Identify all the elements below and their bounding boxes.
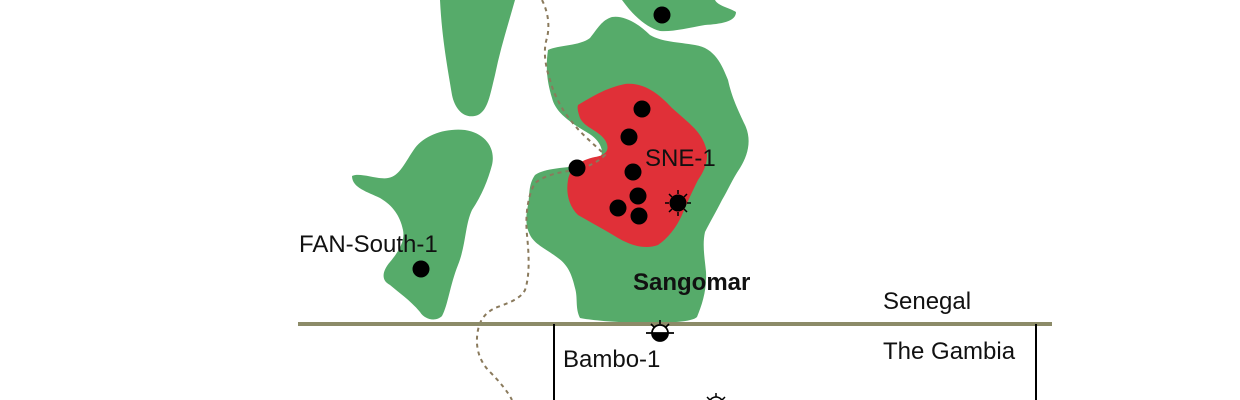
well-markers bbox=[412, 6, 687, 278]
label-sne-1: SNE-1 bbox=[645, 145, 716, 172]
label-fan-south-1: FAN-South-1 bbox=[299, 231, 438, 258]
label-bambo-1: Bambo-1 bbox=[563, 346, 660, 373]
dry-hole-well-icon bbox=[646, 320, 674, 342]
well-ticks-icon bbox=[665, 190, 691, 216]
well-marker-sne-g bbox=[669, 194, 687, 212]
well-marker-sne-1 bbox=[624, 163, 642, 181]
well-marker-sne-d bbox=[629, 187, 647, 205]
well-marker-sne-c bbox=[568, 159, 586, 177]
field-area-north bbox=[622, 0, 736, 32]
partial-well-icon bbox=[706, 393, 726, 400]
well-marker-north bbox=[653, 6, 671, 24]
boundary-dashed-line bbox=[475, 0, 607, 400]
label-the-gambia: The Gambia bbox=[883, 338, 1016, 365]
well-marker-sne-a bbox=[633, 100, 651, 118]
well-marker-sne-b bbox=[620, 128, 638, 146]
label-sangomar: Sangomar bbox=[633, 269, 750, 296]
well-marker-sne-e bbox=[609, 199, 627, 217]
well-marker-fan-south-1 bbox=[412, 260, 430, 278]
well-marker-sne-f bbox=[630, 207, 648, 225]
field-area-north-west bbox=[440, 0, 515, 117]
field-area-fan-south bbox=[352, 129, 493, 320]
label-senegal: Senegal bbox=[883, 288, 971, 315]
